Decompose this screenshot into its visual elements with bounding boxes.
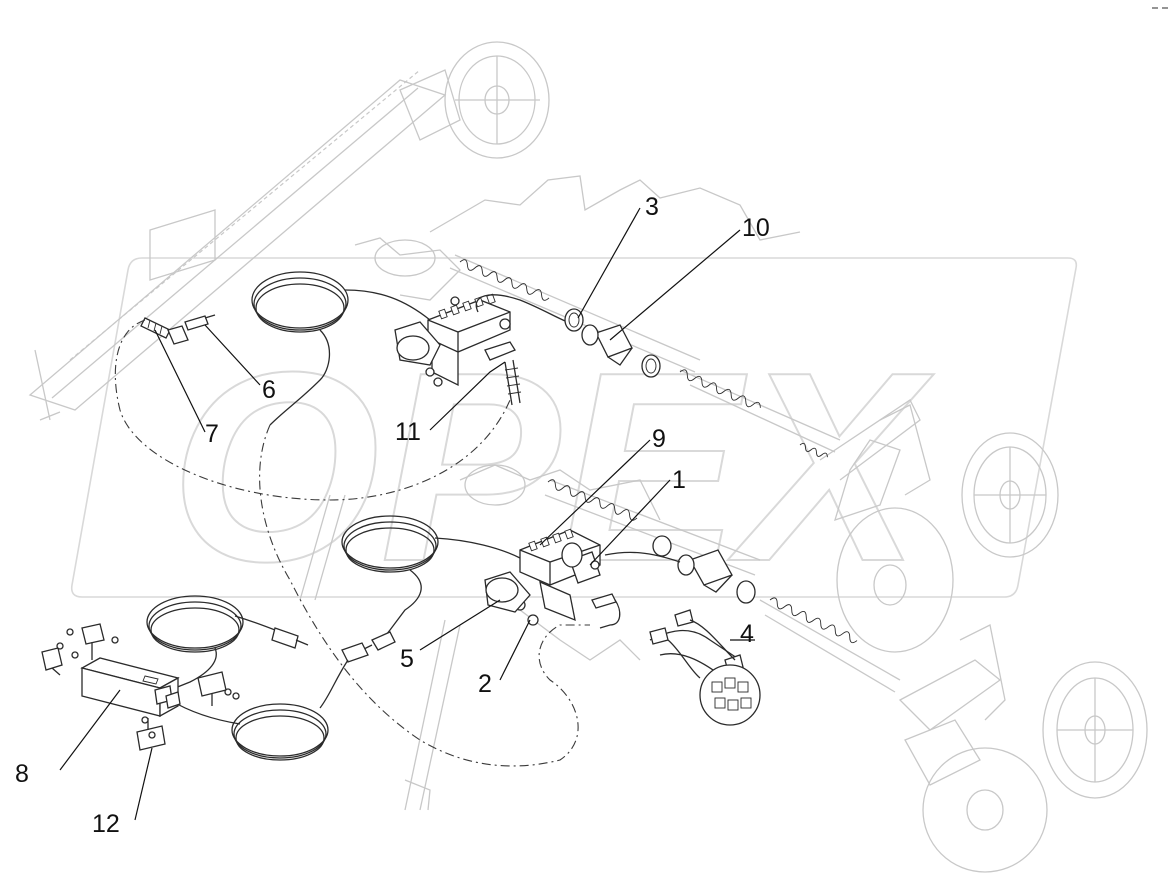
callout-6: 6 <box>262 376 276 404</box>
callout-11: 11 <box>395 418 421 446</box>
callout-4: 4 <box>740 620 754 648</box>
callout-leaders <box>59 207 755 821</box>
machine-frame-background <box>28 41 1148 873</box>
callout-7: 7 <box>205 420 219 448</box>
lower-sensor-cylinder <box>604 535 756 604</box>
callout-2: 2 <box>478 670 492 698</box>
callout-5: 5 <box>400 645 414 673</box>
upper-sensor-cylinder <box>564 308 661 378</box>
callout-12: 12 <box>92 810 120 838</box>
lower-valve-block <box>484 528 621 629</box>
mounting-brackets <box>41 623 240 751</box>
callout-10: 10 <box>742 214 770 242</box>
upper-left-sensor-fittings <box>140 314 216 345</box>
lower-spring-assembly <box>547 479 858 644</box>
wiring-harness <box>649 609 761 726</box>
cable-routing-lines <box>114 319 590 767</box>
callout-1: 1 <box>672 466 686 494</box>
upper-coiled-hose <box>251 271 576 426</box>
callout-8: 8 <box>15 760 29 788</box>
callout-labels: 3 10 6 7 11 9 1 4 5 2 8 12 <box>15 193 770 838</box>
callout-9: 9 <box>652 425 666 453</box>
left-coiled-cable <box>146 595 309 689</box>
upper-spring-assembly <box>459 259 828 458</box>
upper-valve-block <box>394 293 522 406</box>
lower-coiled-hose <box>169 515 521 761</box>
callout-3: 3 <box>645 193 659 221</box>
control-box <box>80 657 181 718</box>
